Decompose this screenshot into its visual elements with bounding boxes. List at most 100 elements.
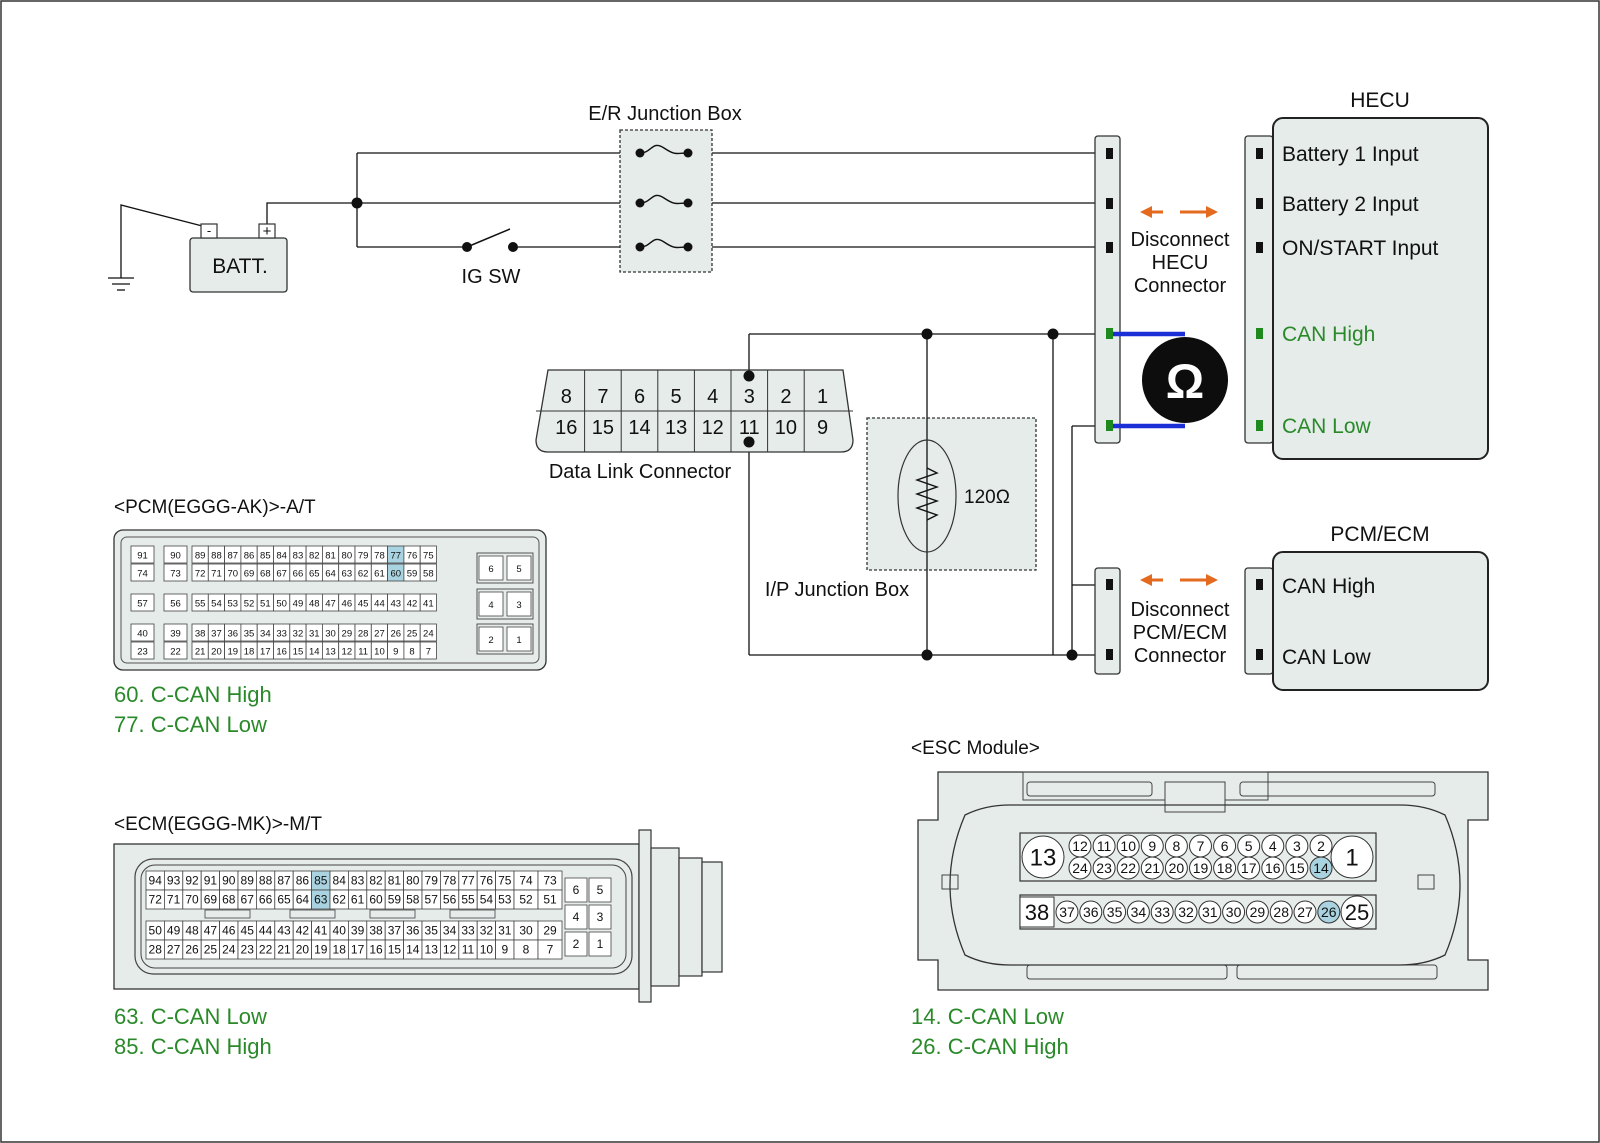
pcm-pin-label: 62 <box>358 569 369 580</box>
pcm-pin-label: 57 <box>137 599 148 610</box>
resistor-label: 120Ω <box>964 487 1010 508</box>
pcm-pin-label: 40 <box>137 629 148 640</box>
ecm-pin-label: 66 <box>259 893 273 907</box>
pcm-pin-label: 35 <box>244 629 255 640</box>
pcm-pin-cell <box>419 563 437 582</box>
esc-pin <box>1055 900 1079 924</box>
ecm-pin-label: 42 <box>296 924 310 938</box>
pcm-pin-label: 6 <box>488 564 493 575</box>
ecm-pin-label: 85 <box>314 874 328 888</box>
ecm-pin-label: 8 <box>523 943 530 957</box>
ecm-pin-label: 27 <box>167 943 181 957</box>
pcm-pin-label: 9 <box>393 647 398 658</box>
ecm-pin-label: 37 <box>388 924 402 938</box>
pcm-module-connector[interactable] <box>1244 567 1274 675</box>
ecm-pin-label: 33 <box>461 924 475 938</box>
ecm-pin-label: 43 <box>277 924 291 938</box>
pcm-pin-label: 38 <box>195 629 206 640</box>
esc-pin <box>1103 900 1127 924</box>
pcm-pin-label: 28 <box>358 629 369 640</box>
pcm-harness-connector[interactable] <box>1094 567 1121 675</box>
wiring <box>108 152 1105 656</box>
ecm-pin-label: 87 <box>277 874 291 888</box>
ecm-pin-label: 20 <box>296 943 310 957</box>
dlc-pin-2: 2 <box>780 386 791 408</box>
pcm-pin-label: 73 <box>170 569 181 580</box>
ecm-pin-label: 49 <box>167 924 181 938</box>
ecm-pin-label: 57 <box>425 893 439 907</box>
esc-pin-label: 32 <box>1178 904 1194 920</box>
pcm-pin-label: 22 <box>170 647 181 658</box>
esc-pin-label: 31 <box>1202 904 1218 920</box>
ecm-pin-label: 22 <box>259 943 273 957</box>
ohmmeter[interactable]: Ω <box>1113 331 1228 429</box>
pcm-pin-label: 11 <box>358 647 368 658</box>
esc-pin <box>1213 856 1237 880</box>
ecm-pin-label: 38 <box>369 924 383 938</box>
ecm-pin-label: 14 <box>406 943 420 957</box>
pcm-pin-cell <box>419 623 437 642</box>
pcm-pin-label: 50 <box>276 599 287 610</box>
hecu-harness-connector[interactable] <box>1094 135 1121 444</box>
pcm-pin-label: 15 <box>293 647 304 658</box>
pcm-pin-label: 52 <box>244 599 255 610</box>
hecu-pin-battery2: Battery 2 Input <box>1282 193 1419 216</box>
pcm-pin-cell <box>163 593 188 612</box>
pcm-pin-label: 8 <box>409 647 414 658</box>
pcm-pin-label: 76 <box>407 551 418 562</box>
esc-pin-label: 30 <box>1226 904 1242 920</box>
pcm-pin-cell <box>163 563 188 582</box>
pcm-pin-label: 54 <box>211 599 222 610</box>
ecm-pin-label: 41 <box>314 924 328 938</box>
esc-pin-label: 15 <box>1289 860 1305 876</box>
pcm-pin-label: 71 <box>211 569 222 580</box>
ecm-pin-cell <box>588 931 612 957</box>
esc-pin <box>1309 856 1333 880</box>
ecm-pin-label: 61 <box>351 893 365 907</box>
dlc-pin-4: 4 <box>707 386 718 408</box>
esc-pin-label: 10 <box>1120 838 1136 854</box>
pcm-pin-label: 59 <box>407 569 418 580</box>
ecm-pin-label: 64 <box>296 893 310 907</box>
er-junction-box: E/R Junction Box <box>588 103 742 273</box>
ecm-pin-label: 28 <box>149 943 163 957</box>
dlc-label: Data Link Connector <box>549 461 732 483</box>
pcm-pin-label: 5 <box>516 564 521 575</box>
pcm-note-1: 60. C-CAN High <box>114 682 272 707</box>
pcm-pin-can-high: CAN High <box>1282 575 1375 598</box>
hecu-pin-can-high: CAN High <box>1282 323 1375 346</box>
pcm-pin-cell <box>506 555 532 581</box>
esc-connector-title: <ESC Module> <box>911 738 1040 759</box>
ecm-pin-label: 68 <box>222 893 236 907</box>
disconnect-hecu-note: Disconnect HECU Connector <box>1131 206 1230 297</box>
ground-wire <box>120 204 211 278</box>
ecm-pin-label: 74 <box>519 874 533 888</box>
ecm-pin-label: 92 <box>185 874 199 888</box>
ecm-pin-label: 13 <box>425 943 439 957</box>
dlc-pin-5: 5 <box>671 386 682 408</box>
esc-pin <box>1068 856 1092 880</box>
disconnect-hecu-line1: Disconnect <box>1131 229 1230 251</box>
ecm-pin-label: 77 <box>461 874 475 888</box>
ecm-connector-title: <ECM(EGGG-MK)>-M/T <box>114 814 322 835</box>
disconnect-hecu-line2: HECU <box>1152 252 1209 274</box>
pcm-pin-label: 13 <box>325 647 336 658</box>
esc-pin <box>1164 856 1188 880</box>
pcm-pin-label: 16 <box>276 647 287 658</box>
esc-pin-label: 34 <box>1131 904 1147 920</box>
pcm-pin-label: 7 <box>426 647 431 658</box>
pcm-pin-label: 88 <box>211 551 222 562</box>
ecm-pin-label: 50 <box>149 924 163 938</box>
ecm-pin-label: 58 <box>406 893 420 907</box>
hecu-module-connector[interactable] <box>1244 135 1274 444</box>
pcm-pin-label: 24 <box>423 629 434 640</box>
pcm-pin-label: 44 <box>374 599 385 610</box>
ecm-pin-label: 11 <box>462 943 475 957</box>
ecm-pin-label: 45 <box>241 924 255 938</box>
pcm-pin-cell <box>163 623 188 642</box>
ig-switch-label: IG SW <box>462 266 521 288</box>
esc-pin-label: 22 <box>1120 860 1136 876</box>
pcm-pin-label: 75 <box>423 551 434 562</box>
esc-pin-label: 14 <box>1313 860 1329 876</box>
